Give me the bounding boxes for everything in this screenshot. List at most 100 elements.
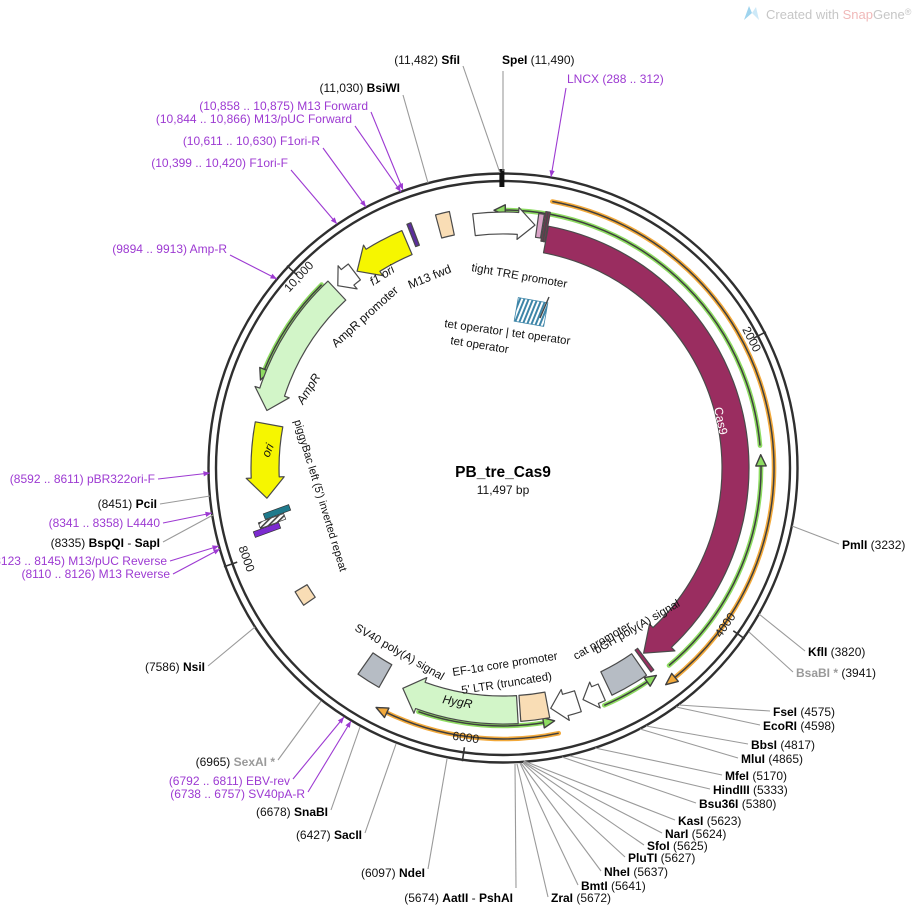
site-label-Bsu36I: Bsu36I (5380): [699, 797, 776, 811]
site-SfoI: SfoI (5625): [522, 761, 708, 853]
site-label-BsaBI: BsaBI * (3941): [796, 666, 876, 680]
site-label-SpeI: SpeI (11,490): [502, 53, 574, 67]
site-leader-arrowhead-icon: [213, 549, 220, 555]
plasmid-title: PB_tre_Cas9: [455, 464, 551, 481]
ampr: [254, 280, 347, 412]
site-label-EBV-rev: (6792 .. 6811) EBV-rev: [169, 774, 290, 788]
site-F1ori-F: (10,399 .. 10,420) F1ori-F: [151, 156, 338, 225]
orf-plus-cas9-core: [552, 200, 775, 680]
site-L4440: (8341 .. 8358) L4440: [49, 511, 213, 530]
site-label-PmlI: PmlI (3232): [842, 538, 905, 552]
site-label-Amp-R: (9894 .. 9913) Amp-R: [112, 242, 227, 256]
feature-decorations: [252, 296, 550, 538]
site-leader-line: [162, 514, 214, 543]
site-label-PciI: (8451) PciI: [98, 497, 157, 511]
site-BspQI-SapI: (8335) BspQI - SapI: [51, 514, 214, 550]
lncx-box: [534, 212, 545, 239]
site-label-MfeI: MfeI (5170): [725, 769, 787, 783]
site-leader-line: [639, 728, 739, 759]
site-leader-line: [162, 512, 213, 524]
tet-operator-box: [513, 297, 549, 327]
tick-4000: [732, 630, 746, 640]
site-M13-Reverse: (8110 .. 8126) M13 Reverse: [21, 548, 221, 581]
site-leader-line: [520, 762, 602, 872]
site-BbsI: BbsI (4817): [645, 725, 815, 752]
orf-plus-hygr-arrowhead-icon: [375, 706, 390, 719]
tight-tre-promoter: [472, 206, 536, 240]
site-label-M13-Forward: (10,858 .. 10,875) M13 Forward: [199, 99, 368, 113]
orf-plus-cas9-arrowhead-icon: [665, 672, 679, 686]
site-leader-line: [290, 169, 338, 225]
site-HindIII: HindIII (5333): [569, 755, 788, 797]
site-label-SnaBI: (6678) SnaBI: [256, 805, 328, 819]
tick-label-10,000: 10,000: [281, 258, 317, 295]
orf-plus-hygr-core: [384, 711, 559, 740]
f1-ori: [356, 230, 413, 277]
cas9: [542, 225, 750, 654]
site-leader-line: [514, 763, 517, 889]
site-leader-line: [645, 725, 749, 745]
site-NsiI: (7586) NsiI: [145, 626, 256, 674]
site-leader-arrowhead-icon: [270, 273, 277, 279]
site-leader-line: [370, 111, 404, 191]
site-leader-arrowhead-icon: [203, 471, 210, 477]
site-leader-line: [462, 65, 501, 174]
site-PmlI: PmlI (3232): [791, 525, 905, 552]
tick-8000: [223, 561, 238, 568]
site-label-M13-pUC-Forward: (10,844 .. 10,866) M13/pUC Forward: [156, 112, 352, 126]
cat-promoter: [582, 681, 606, 709]
feature-label-hygr: HygR: [441, 692, 473, 711]
site-leader-line: [758, 613, 806, 652]
site-leader-line: [550, 87, 567, 178]
tet-operator-slash-icon: [539, 296, 550, 319]
feature-label-ori: ori: [259, 441, 277, 459]
watermark-text: Created with SnapGene®: [766, 7, 912, 22]
site-EcoRI: EcoRI (4598): [675, 706, 835, 733]
site-SV40pA-R: (6738 .. 6757) SV40pA-R: [170, 720, 352, 801]
site-BmtI: BmtI (5641): [519, 762, 646, 893]
site-leader-arrowhead-icon: [549, 170, 555, 177]
site-PciI: (8451) PciI: [98, 495, 211, 511]
orf-minus-2-core: [668, 463, 762, 667]
site-label-KasI: KasI (5623): [678, 814, 741, 828]
site-KasI: KasI (5623): [523, 760, 741, 828]
cas9-slat-2: [542, 211, 551, 243]
site-label-F1ori-R: (10,611 .. 10,630) F1ori-R: [183, 134, 321, 148]
site-leader-line: [569, 755, 711, 790]
site-leader-line: [561, 756, 697, 804]
feature-ring: [245, 206, 750, 725]
site-FseI: FseI (4575): [678, 704, 835, 719]
site-leader-line: [364, 743, 397, 834]
piggybac-tan-slat: [294, 584, 316, 606]
site-PluTI: PluTI (5627): [522, 762, 695, 865]
site-leader-line: [307, 720, 352, 793]
site-F1ori-R: (10,611 .. 10,630) F1ori-R: [183, 134, 367, 208]
sv40-polya: [357, 652, 393, 688]
orf-minus-4-arrowhead-icon: [542, 717, 556, 729]
site-label-M13-Reverse: (8110 .. 8126) M13 Reverse: [21, 567, 170, 581]
site-SnaBI: (6678) SnaBI: [256, 726, 361, 819]
site-KflI: KflI (3820): [758, 613, 865, 659]
tick-label-8000: 8000: [236, 544, 258, 574]
site-label-SV40pA-R: (6738 .. 6757) SV40pA-R: [170, 787, 305, 801]
snapgene-logo-icon: [744, 6, 752, 20]
ef1a-core-promoter: [550, 688, 582, 721]
tick-label-6000: 6000: [452, 729, 481, 747]
site-ZraI: ZraI (5672): [516, 763, 611, 905]
top-tan-box: [434, 210, 455, 239]
site-leader-line: [159, 495, 211, 505]
hygr: [402, 677, 519, 725]
site-Amp-R: (9894 .. 9913) Amp-R: [112, 242, 278, 280]
site-leader-line: [292, 716, 345, 780]
site-leader-line: [169, 545, 220, 562]
site-pBR322ori-F: (8592 .. 8611) pBR322ori-F: [10, 471, 211, 486]
site-leader-arrowhead-icon: [360, 200, 366, 207]
feature-label-tet-operator: tet operator: [450, 335, 510, 356]
site-leader-line: [172, 548, 221, 575]
m13-fwd-mark: [406, 222, 420, 248]
ori: [245, 421, 285, 499]
site-label-PluTI: PluTI (5627): [628, 851, 695, 865]
tick-10,000: [286, 265, 298, 276]
orf-minus-3-arrowhead-icon: [643, 674, 658, 687]
site-leader-line: [402, 94, 429, 184]
